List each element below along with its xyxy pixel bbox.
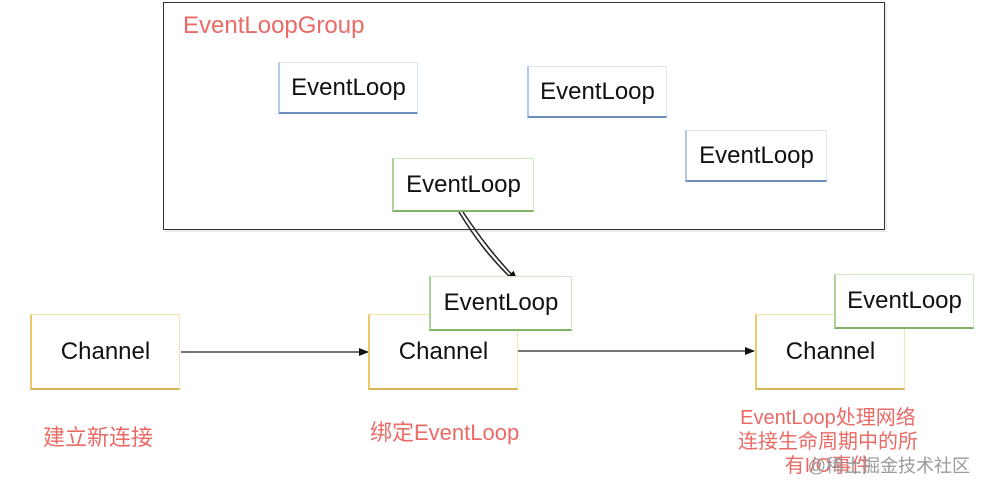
channel-handling: Channel: [755, 314, 905, 390]
caption-new-connection: 建立新连接: [43, 425, 154, 450]
group-event-loop-selected: EventLoop: [392, 158, 534, 212]
caption-line-1: EventLoop处理网络: [740, 407, 916, 429]
group-event-loop-1: EventLoop: [278, 62, 418, 114]
channel-new: Channel: [30, 314, 180, 390]
caption-line-3: 有I/O事件: [784, 455, 872, 477]
caption-line-2: 连接生命周期中的所: [738, 431, 918, 453]
group-event-loop-3: EventLoop: [685, 130, 827, 182]
caption-handle-io-events: EventLoop处理网络 连接生命周期中的所 有I/O事件: [728, 406, 928, 478]
assign-arrow: [458, 211, 518, 282]
watermark: @稀土掘金技术社区: [807, 456, 970, 476]
event-loop-group-container: [163, 2, 885, 230]
group-event-loop-2: EventLoop: [527, 66, 667, 118]
event-loop-group-title: EventLoopGroup: [183, 12, 365, 39]
channel-bound-event-loop: EventLoop: [429, 276, 572, 331]
channel-handling-event-loop: EventLoop: [834, 274, 974, 329]
caption-bind-event-loop: 绑定EventLoop: [370, 420, 520, 445]
